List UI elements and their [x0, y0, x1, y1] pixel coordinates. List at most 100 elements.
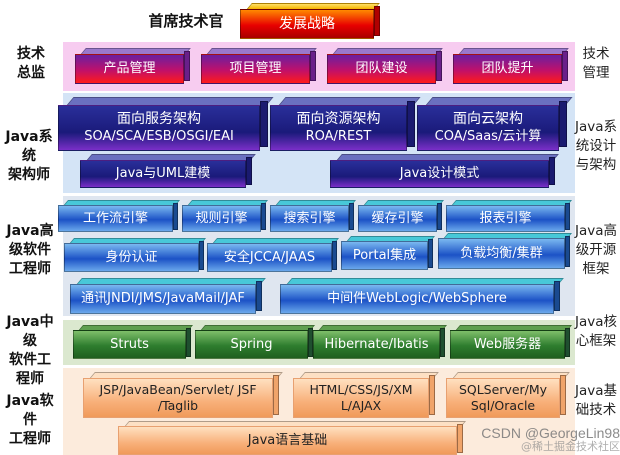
block-label: 面向云架构: [453, 111, 523, 127]
block-uml[interactable]: Java与UML建模: [80, 154, 256, 188]
block-database[interactable]: SQLServer/My Sql/Oracle: [446, 372, 570, 418]
block-label: 产品管理: [103, 61, 156, 76]
block-label: 搜索引擎: [283, 210, 336, 226]
block-side: [457, 424, 463, 453]
block-side: [565, 236, 570, 267]
block-label: 安全JCCA/JAAS: [223, 249, 316, 265]
tier2-right-label: Java系统设计与架构: [574, 119, 618, 173]
block-label: 规则引擎: [195, 210, 248, 226]
block-workflow-engine[interactable]: 工作流引擎: [58, 200, 181, 232]
block-label: Web服务器: [473, 336, 542, 352]
watermark: CSDN @GeorgeLin98 @稀土掘金技术社区: [446, 426, 620, 453]
block-portal-integration[interactable]: Portal集成: [341, 236, 436, 270]
block-html[interactable]: HTML/CSS/JS/XM L/AJAX: [293, 372, 439, 418]
strategy-block[interactable]: 发展战略: [240, 3, 380, 39]
block-side: [349, 203, 354, 230]
block-side: [560, 375, 566, 415]
block-side: [308, 328, 313, 357]
block-side: [565, 203, 570, 230]
block-roa[interactable]: 面向资源架构 ROA/REST: [270, 97, 421, 151]
block-web-server[interactable]: Web服务器: [450, 325, 573, 359]
tier1-left-label: 技术总监: [17, 46, 45, 81]
block-label: 通讯JNDI/JMS/JavaMail/JAF: [81, 291, 245, 306]
tier3-left-label: Java高级软件工程师: [6, 223, 54, 277]
block-label: 团队提升: [481, 61, 534, 76]
block-label: Java与UML建模: [115, 166, 211, 181]
tier5-right-label: Java基础技术: [574, 383, 618, 418]
tier1-right-label: 技术管理: [582, 46, 610, 81]
block-label: 项目管理: [229, 61, 282, 76]
block-side: [429, 375, 435, 415]
block-side: [440, 328, 445, 357]
block-side: [565, 328, 570, 357]
block-side: [246, 157, 252, 185]
block-identity-auth[interactable]: 身份认证: [64, 238, 207, 272]
block-design-patterns[interactable]: Java设计模式: [330, 154, 559, 188]
block-side: [332, 241, 337, 270]
block-hibernate[interactable]: Hibernate/Ibatis: [313, 325, 448, 359]
block-side: [256, 281, 262, 311]
block-label: 缓存引擎: [371, 210, 424, 226]
block-label: 中间件WebLogic/WebSphere: [327, 291, 507, 306]
block-side: [554, 281, 560, 311]
block-side: [310, 51, 316, 81]
watermark-csdn: CSDN @GeorgeLin98: [481, 425, 620, 441]
block-side: [436, 51, 442, 81]
block-side: [261, 203, 266, 230]
block-rule-engine[interactable]: 规则引擎: [182, 200, 269, 232]
block-team-building[interactable]: 团队建设: [327, 48, 443, 84]
block-middleware[interactable]: 中间件WebLogic/WebSphere: [280, 278, 564, 314]
block-label: HTML/CSS/JS/XM: [309, 382, 413, 397]
block-team-improvement[interactable]: 团队提升: [453, 48, 569, 84]
block-side: [184, 51, 190, 81]
block-label: Hibernate/Ibatis: [324, 336, 429, 352]
block-sublabel: /Taglib: [157, 398, 199, 413]
block-struts[interactable]: Struts: [73, 325, 194, 359]
block-side: [437, 203, 442, 230]
tier5-left-label: Java软件工程师: [6, 393, 54, 447]
block-label: 报表引擎: [479, 210, 532, 226]
block-communication[interactable]: 通讯JNDI/JMS/JavaMail/JAF: [70, 278, 266, 314]
block-spring[interactable]: Spring: [195, 325, 316, 359]
block-label: Spring: [230, 336, 273, 352]
block-security-jaas[interactable]: 安全JCCA/JAAS: [207, 238, 340, 272]
block-sublabel: COA/Saas/云计算: [434, 129, 542, 144]
block-search-engine[interactable]: 搜索引擎: [270, 200, 357, 232]
block-label: 面向资源架构: [296, 111, 381, 127]
block-cache-engine[interactable]: 缓存引擎: [358, 200, 445, 232]
block-label: 身份认证: [105, 249, 158, 265]
block-label: SQLServer/My: [458, 382, 548, 397]
tier3-right-label: Java高级开源框架: [574, 223, 618, 277]
watermark-juejin: @稀土掘金技术社区: [521, 440, 620, 453]
block-load-balancing[interactable]: 负载均衡/集群: [438, 233, 573, 269]
block-label: 工作流引擎: [82, 210, 148, 226]
block-label: Portal集成: [352, 247, 417, 263]
block-side: [562, 51, 568, 81]
block-label: 负载均衡/集群: [460, 245, 543, 261]
tier4-left-label: Java中级软件工程师: [6, 314, 54, 387]
block-side: [186, 328, 191, 357]
block-label: Struts: [110, 336, 149, 352]
strategy-label: 发展战略: [279, 16, 335, 32]
block-side: [173, 203, 178, 230]
block-side: [374, 6, 380, 36]
block-label: Java设计模式: [399, 166, 480, 181]
cto-label: 首席技术官: [148, 12, 224, 30]
block-side: [428, 239, 433, 268]
block-jsp[interactable]: JSP/JavaBean/Servlet/ JSF /Taglib: [83, 372, 283, 418]
block-side: [199, 241, 204, 270]
block-side: [273, 375, 279, 415]
block-java-basics[interactable]: Java语言基础: [118, 421, 467, 455]
tier2-left-label: Java系统架构师: [5, 129, 53, 183]
block-project-management[interactable]: 项目管理: [201, 48, 317, 84]
block-side: [260, 101, 268, 147]
block-sublabel: Sql/Oracle: [470, 398, 536, 413]
block-label: 面向服务架构: [117, 111, 201, 127]
block-soa[interactable]: 面向服务架构 SOA/SCA/ESB/OSGI/EAI: [58, 97, 274, 151]
block-side: [407, 101, 415, 147]
block-sublabel: SOA/SCA/ESB/OSGI/EAI: [84, 129, 234, 144]
block-report-engine[interactable]: 报表引擎: [446, 200, 573, 232]
block-product-management[interactable]: 产品管理: [75, 48, 191, 84]
block-label: Java语言基础: [247, 432, 328, 448]
block-coa[interactable]: 面向云架构 COA/Saas/云计算: [417, 97, 573, 151]
